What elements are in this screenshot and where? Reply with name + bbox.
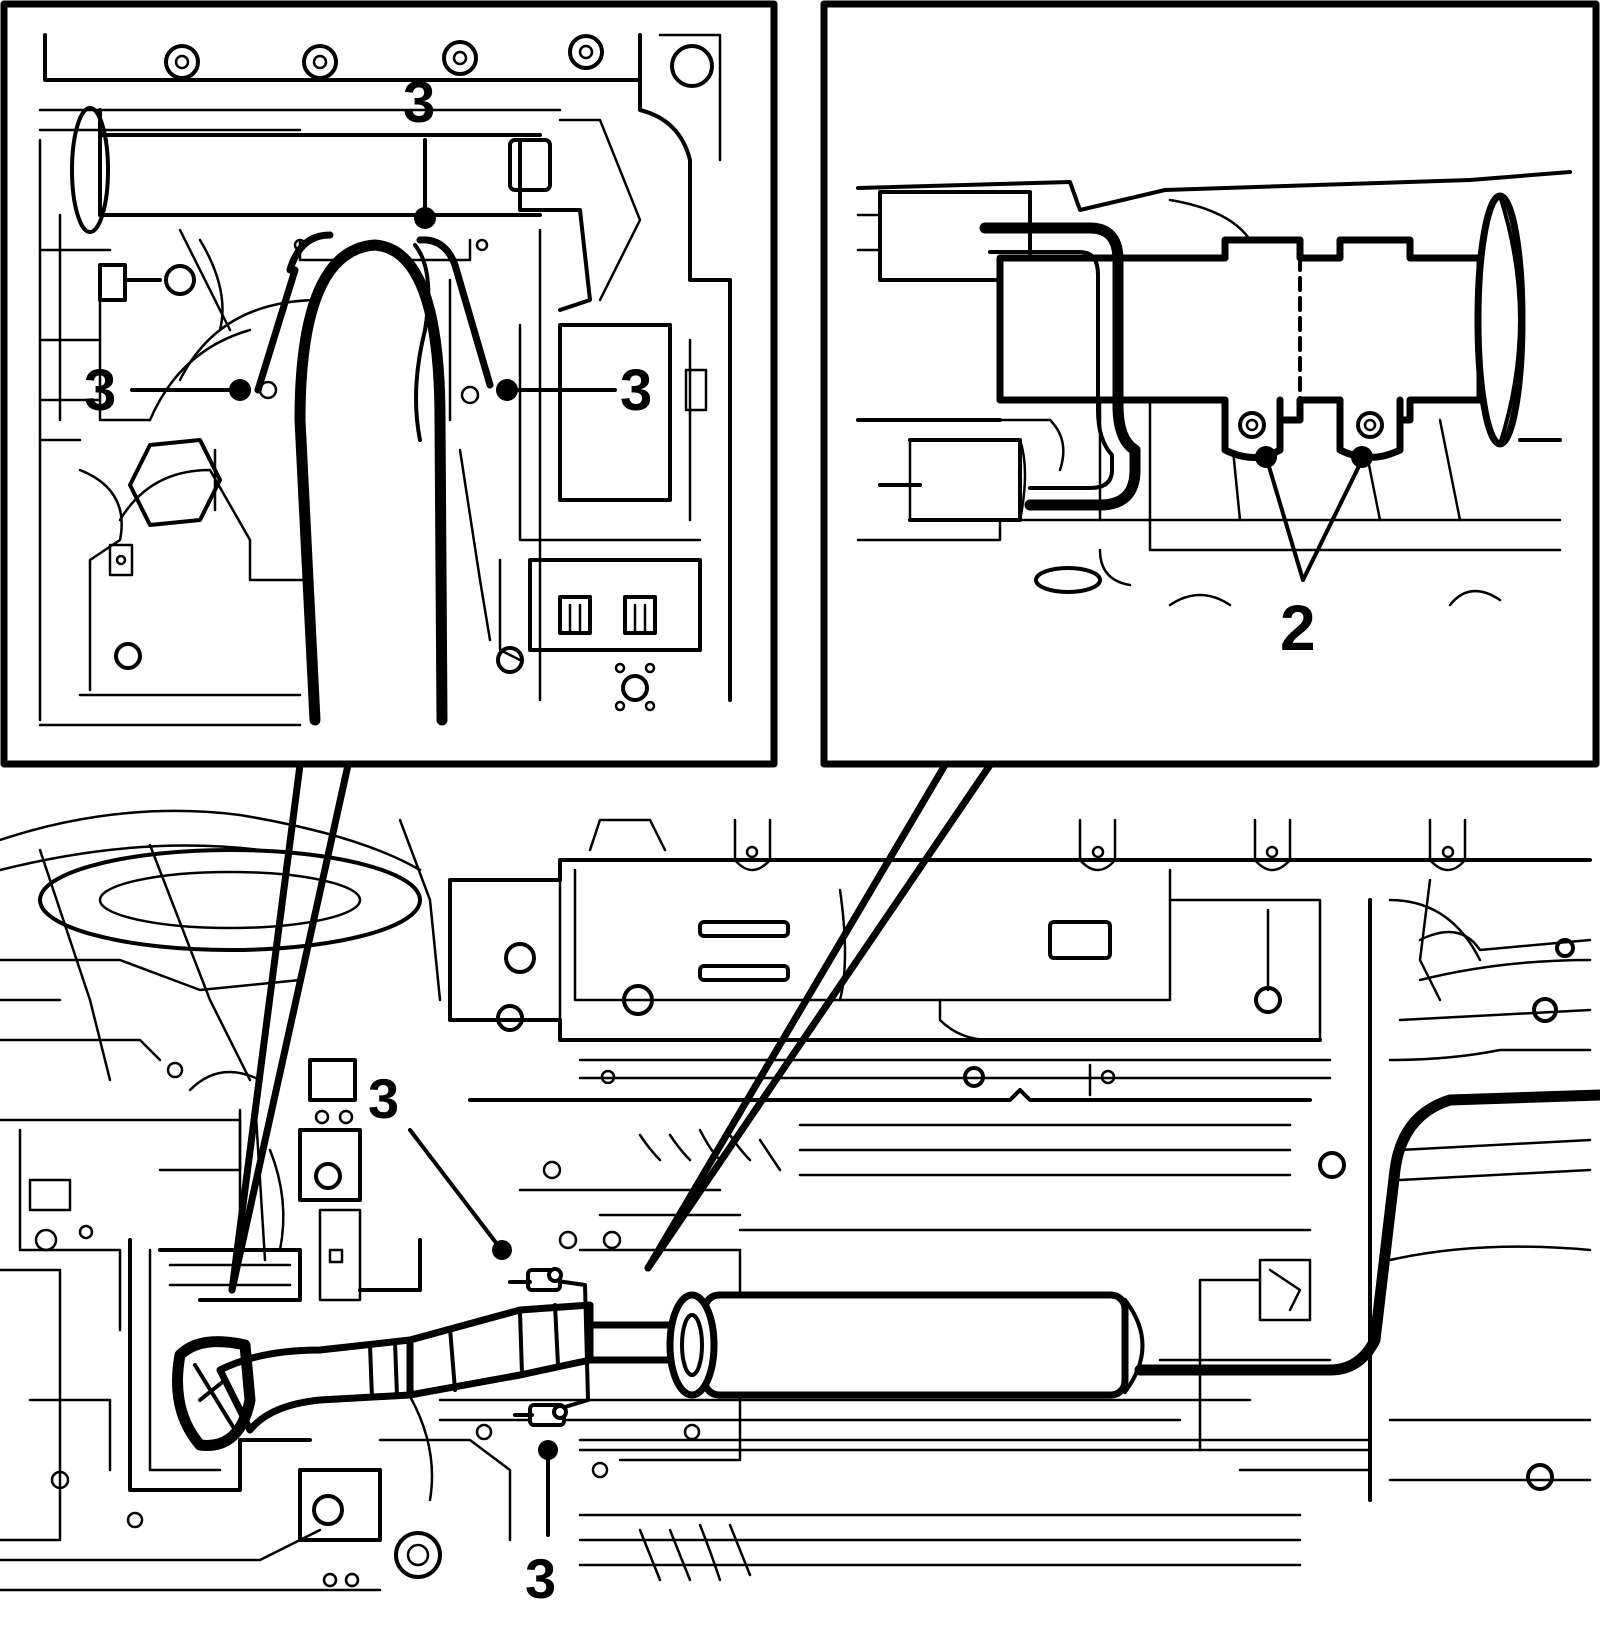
callout-inset-left-top: 3 [403, 70, 435, 135]
subframe-area [130, 1060, 510, 1586]
bolt-marker [492, 1240, 512, 1260]
flex-pipe [410, 1305, 590, 1395]
inset-left-panel: 3 3 3 [4, 4, 774, 764]
callout-inset-right-bottom: 2 [1280, 592, 1316, 664]
mounting-tabs [735, 820, 1465, 870]
bolt-marker [538, 1440, 558, 1460]
silencer [670, 1295, 1143, 1395]
inset-right-panel: 2 [824, 4, 1596, 764]
floor-heat-shields [450, 820, 1590, 1040]
callout-inset-left-left: 3 [84, 358, 116, 423]
rear-axle-area [1260, 880, 1590, 1500]
callout-main-lower: 3 [525, 1547, 556, 1610]
left-suspension-area [0, 811, 440, 1590]
exhaust-system [178, 1095, 1600, 1445]
callout-main-upper: 3 [368, 1067, 399, 1130]
callout-inset-left-right: 3 [620, 358, 652, 423]
